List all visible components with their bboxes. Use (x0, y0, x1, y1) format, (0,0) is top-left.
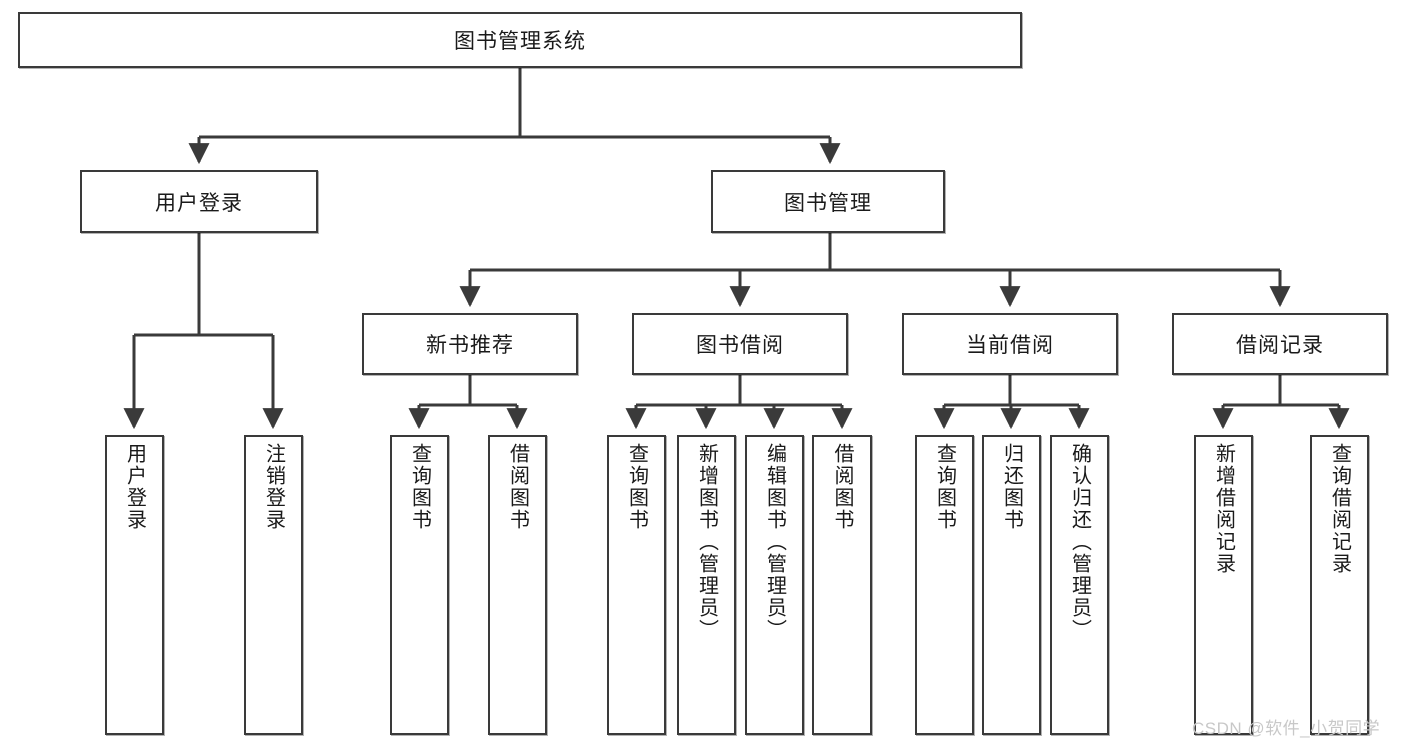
node-leaf-query-borrow-record[interactable]: 查询借阅记录 (1310, 435, 1369, 735)
node-leaf-user-login[interactable]: 用户登录 (105, 435, 164, 735)
node-current-borrow[interactable]: 当前借阅 (902, 313, 1118, 375)
node-leaf-add-borrow-record[interactable]: 新增借阅记录 (1194, 435, 1253, 735)
node-label: 借阅图书 (506, 443, 529, 531)
node-label: 当前借阅 (966, 334, 1054, 357)
node-label: 查询借阅记录 (1328, 443, 1351, 575)
node-leaf-edit-book-admin[interactable]: 编辑图书（管理员） (745, 435, 804, 735)
node-label: 归还图书 (1000, 443, 1023, 531)
node-label: 用户登录 (155, 191, 243, 215)
node-leaf-add-book-admin[interactable]: 新增图书（管理员） (677, 435, 736, 735)
node-leaf-confirm-return-admin[interactable]: 确认归还（管理员） (1050, 435, 1109, 735)
node-label: 查询图书 (933, 443, 956, 531)
node-leaf-return-book[interactable]: 归还图书 (982, 435, 1041, 735)
node-borrow-record[interactable]: 借阅记录 (1172, 313, 1388, 375)
node-label: 确认归还（管理员） (1068, 443, 1091, 641)
node-label: 查询图书 (625, 443, 648, 531)
node-label: 图书管理系统 (454, 30, 586, 53)
node-label: 新增借阅记录 (1212, 443, 1235, 575)
node-user-login[interactable]: 用户登录 (80, 170, 318, 233)
csdn-watermark: CSDN @软件_小贺同学 (1192, 719, 1381, 738)
node-label: 编辑图书（管理员） (763, 443, 786, 641)
node-leaf-borrow-book-recommend[interactable]: 借阅图书 (488, 435, 547, 735)
node-new-book-recommend[interactable]: 新书推荐 (362, 313, 578, 375)
node-root[interactable]: 图书管理系统 (18, 12, 1022, 68)
node-book-manage[interactable]: 图书管理 (711, 170, 945, 233)
node-leaf-user-logout[interactable]: 注销登录 (244, 435, 303, 735)
node-label: 注销登录 (262, 443, 285, 531)
node-label: 借阅记录 (1236, 334, 1324, 357)
node-label: 查询图书 (408, 443, 431, 531)
node-leaf-query-book-borrow[interactable]: 查询图书 (607, 435, 666, 735)
node-label: 图书借阅 (696, 334, 784, 357)
node-leaf-borrow-book[interactable]: 借阅图书 (812, 435, 872, 735)
node-label: 新书推荐 (426, 334, 514, 357)
node-label: 图书管理 (784, 191, 872, 215)
node-label: 借阅图书 (831, 443, 853, 531)
node-book-borrow[interactable]: 图书借阅 (632, 313, 848, 375)
node-label: 新增图书（管理员） (695, 443, 718, 641)
node-label: 用户登录 (123, 443, 146, 531)
node-leaf-query-book-current[interactable]: 查询图书 (915, 435, 974, 735)
node-leaf-query-book-recommend[interactable]: 查询图书 (390, 435, 449, 735)
